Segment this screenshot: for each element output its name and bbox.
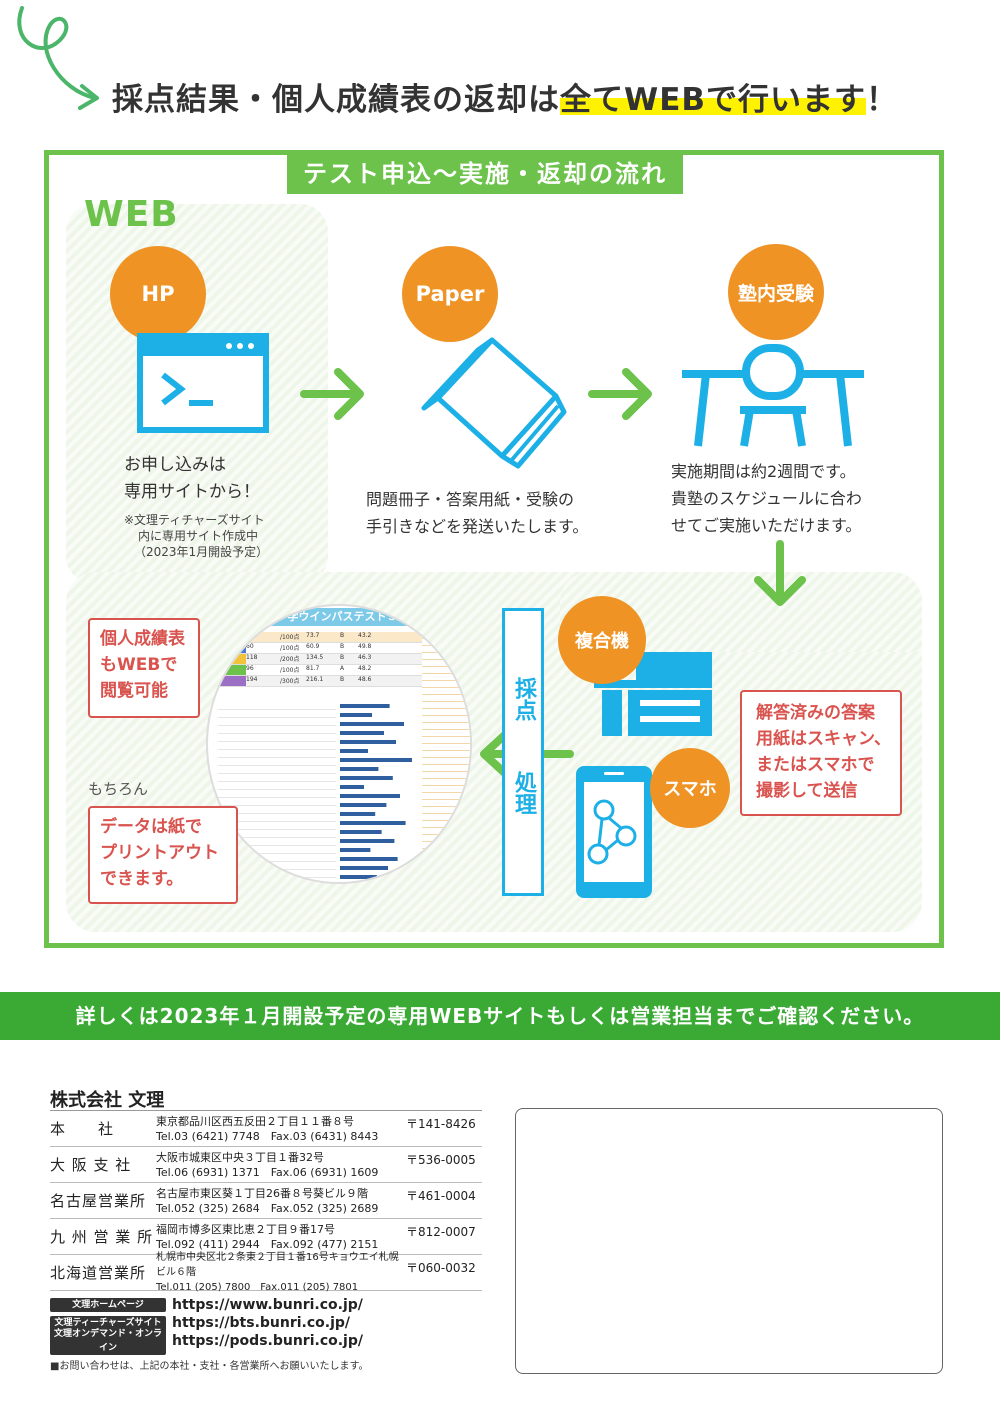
report-bar [340,821,406,825]
paper-description: 問題冊子・答案用紙・受験の 手引きなどを発送いたします。 [366,490,589,536]
report-bar-chart [340,704,412,879]
desk-chair-icon [682,344,864,447]
report-bar [340,848,371,852]
report-bar [340,704,390,708]
printer-icon [590,652,712,736]
hp-note: ※文理ティチャーズサイト 内に専用サイト作成中 （2023年1月開設予定） [124,513,269,559]
hp-description: お申し込みは 専用サイトから！ [124,455,260,502]
process-label-b: 処理 [511,771,536,815]
report-bar [340,794,400,798]
report-bar [340,785,364,789]
page-headline: 採点結果・個人成績表の返却は全てWEBで行います！ [112,74,898,119]
headline-mark: ！ [866,82,898,118]
report-bar [340,767,379,771]
headline-text: 採点結果・個人成績表の返却は [112,82,560,118]
callout-kojin: 個人成績表 もWEBで 閲覧可能 [88,618,200,718]
arrow-right-icon [588,368,652,420]
info-banner: 詳しくは2023年１月開設予定の専用WEBサイトもしくは営業担当までご確認くださ… [0,992,1000,1040]
stamp-box [515,1108,943,1374]
report-bar [340,749,368,753]
arrow-down-icon [754,540,806,606]
fukugouki-circle: 複合機 [558,596,646,684]
contact-note: ■お問い合わせは、上記の本社・支社・各営業所へお願いいたします。 [50,1361,369,1372]
homepage-link[interactable]: https://www.bunri.co.jp/ [172,1297,363,1313]
swirl-arrow-icon [17,6,99,110]
report-bar [340,812,376,816]
sumaho-circle: スマホ [650,748,730,828]
teachers-site-link[interactable]: https://bts.bunri.co.jp/ [172,1315,351,1331]
report-side-list [422,632,470,882]
link-badge: 文理ティーチャーズサイト [50,1316,166,1330]
juku-circle: 塾内受験 [728,244,824,340]
process-label-a: 採点 [511,677,536,721]
report-bar [340,722,404,726]
callout-mochiron: もちろん [88,780,149,798]
link-badge: 文理オンデマンド・オンライン [50,1327,166,1355]
report-bar [340,731,384,735]
report-bar [340,839,395,843]
report-bar [340,713,372,717]
callout-scan: 解答済みの答案 用紙はスキャン、 またはスマホで 撮影して送信 [740,690,902,816]
paper-stack-icon [421,337,567,469]
link-row: 文理オンデマンド・オンライン https://pods.bunri.co.jp/ [50,1327,363,1355]
flow-frame [44,150,944,948]
link-row: 文理ティーチャーズサイト https://bts.bunri.co.jp/ [50,1314,363,1332]
paper-circle: Paper [402,246,498,342]
report-bar [340,830,382,834]
report-bar [340,803,387,807]
hp-circle: HP [110,246,206,342]
report-bar [340,758,412,762]
link-row: 文理ホームページ https://www.bunri.co.jp/ [50,1296,363,1314]
callout-data-print: データは紙で プリントアウト できます。 [88,806,238,904]
report-bar [340,857,398,861]
report-bar [340,866,388,870]
flow-title: テスト申込～実施・返却の流れ [287,154,683,194]
report-bar [340,776,393,780]
ondemand-link[interactable]: https://pods.bunri.co.jp/ [172,1333,363,1349]
process-box: 採点 処理 [502,608,544,896]
report-bar [340,875,377,879]
link-badge: 文理ホームページ [50,1298,166,1312]
link-list: 文理ホームページ https://www.bunri.co.jp/ 文理ティーチ… [50,1296,363,1355]
report-title: 学ウインパステスト５年 [248,608,448,626]
terminal-window-icon [137,333,269,433]
company-name: 株式会社 文理 [50,1090,165,1111]
web-label: WEB [84,194,179,235]
smartphone-icon [576,766,652,898]
headline-highlight: 全てWEBで行います [560,82,866,118]
juku-description: 実施期間は約2週間です。 貴塾のスケジュールに合わ せてご実施いただけます。 [671,462,862,535]
report-bar [340,740,396,744]
arrow-right-icon [300,368,364,420]
